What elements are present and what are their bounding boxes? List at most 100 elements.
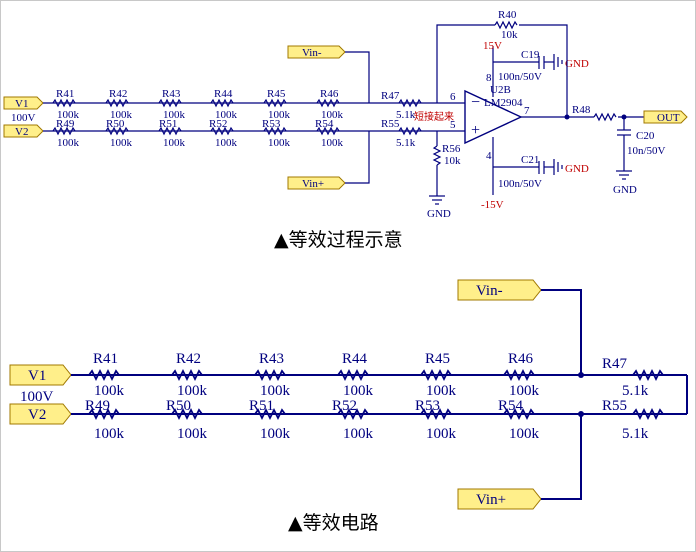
c21-value: 100n/50V [498, 178, 542, 190]
vin-minus-wire-bottom [541, 289, 582, 375]
resistor-ref: R42 [176, 351, 201, 367]
opamp-minus-sign: − [471, 94, 480, 111]
v1-label: V1 [15, 98, 28, 110]
resistor-ref: R41 [56, 88, 74, 100]
resistor-value: 100k [509, 383, 540, 399]
vin-plus-label-bottom: Vin+ [476, 492, 506, 508]
ground-icon [553, 159, 563, 175]
opamp-part: LM2904 [484, 97, 523, 109]
v1-port-bottom [9, 364, 72, 386]
neg-supply-label: -15V [481, 199, 504, 211]
resistor: R51 100k [249, 398, 291, 442]
resistor-value: 100k [260, 426, 291, 442]
resistor: R53 100k [262, 118, 291, 149]
r55-value: 5.1k [396, 137, 416, 149]
resistor-ref: R46 [320, 88, 339, 100]
resistor-value: 100k [343, 426, 374, 442]
feedback-wire-left [436, 24, 495, 103]
resistor-ref: R44 [214, 88, 233, 100]
r48-ref: R48 [572, 104, 591, 116]
pin4-label: 4 [486, 150, 492, 162]
resistor: R50 100k [105, 118, 133, 149]
resistor-value: 100k [268, 137, 291, 149]
pin7-label: 7 [524, 105, 530, 117]
resistor-ref: R43 [259, 351, 284, 367]
vin-minus-port-bottom [457, 279, 542, 301]
resistor: R52 100k [209, 118, 238, 149]
resistor-ref: R45 [267, 88, 286, 100]
r47-value-bottom: 5.1k [622, 383, 649, 399]
resistor-ref: R49 [56, 118, 75, 130]
resistor: R41 100k [52, 88, 80, 121]
c19-value: 100n/50V [498, 71, 542, 83]
vin-plus-label-top: Vin+ [302, 178, 324, 190]
v1-value: 100V [11, 112, 36, 124]
resistor: R54 100k [498, 398, 540, 442]
pos-supply-label: 15V [483, 40, 502, 52]
resistor-ref: R53 [415, 398, 440, 414]
resistor-value: 100k [163, 137, 186, 149]
resistor-ref: R46 [508, 351, 534, 367]
ground-icon [553, 54, 563, 70]
bottom-caption: ▲等效电路 [288, 512, 379, 534]
resistor-r55-bottom: R55 5.1k [602, 398, 664, 442]
out-port [643, 110, 688, 124]
c20-gnd-label: GND [613, 184, 637, 196]
resistor-value: 100k [321, 137, 344, 149]
junction-dot [578, 411, 584, 417]
resistor-value: 100k [163, 109, 186, 121]
resistor: R50 100k [166, 398, 208, 442]
v2-label: V2 [15, 126, 28, 138]
resistor: R42 100k [105, 88, 133, 121]
vin-minus-port-top [287, 45, 346, 59]
top-caption: ▲等效过程示意 [274, 229, 403, 251]
pin5-label: 5 [450, 119, 456, 131]
vin-minus-label-top: Vin- [302, 47, 322, 59]
vin-minus-wire-top [345, 51, 370, 103]
r40-value: 10k [501, 29, 518, 41]
resistor-r47-bottom: R47 5.1k [602, 356, 664, 399]
resistor-value: 100k [426, 383, 457, 399]
c21-ref: C21 [521, 154, 539, 166]
resistor-r47-top: R47 5.1k [381, 90, 422, 121]
vin-plus-port-bottom [457, 488, 542, 510]
resistor-value: 100k [110, 109, 133, 121]
opamp-triangle [464, 89, 523, 145]
r55-value-bottom: 5.1k [622, 426, 649, 442]
resistor-ref: R50 [106, 118, 125, 130]
resistor-ref: R52 [209, 118, 227, 130]
v2-port-bottom [9, 403, 72, 425]
resistor-value: 100k [177, 426, 208, 442]
r47-ref: R47 [381, 90, 400, 102]
resistor: R41 100k [88, 351, 125, 399]
resistor-ref: R50 [166, 398, 191, 414]
resistor: R42 100k [171, 351, 208, 399]
top-schematic: V1 100V V2 R41 100k R42 100k R43 100k R4… [3, 9, 688, 220]
resistor: R51 100k [158, 118, 186, 149]
r40-ref: R40 [498, 9, 517, 21]
v2-label-bottom: V2 [28, 407, 46, 423]
resistor-value: 100k [94, 426, 125, 442]
resistor-ref: R54 [498, 398, 524, 414]
ground-icon [429, 195, 445, 205]
resistor: R49 100k [52, 118, 80, 149]
r56-value: 10k [444, 155, 461, 167]
resistor: R49 100k [85, 398, 125, 442]
vin-plus-port-top [287, 176, 346, 190]
resistor-value: 100k [260, 383, 291, 399]
vin-plus-wire-top [345, 131, 370, 184]
v1-value-bottom: 100V [20, 389, 54, 405]
v1-label-bottom: V1 [28, 368, 46, 384]
resistor-r48 [593, 112, 617, 122]
resistor-value: 100k [57, 137, 80, 149]
feedback-wire-right [519, 24, 568, 117]
r47-value: 5.1k [396, 109, 416, 121]
resistor-ref: R44 [342, 351, 368, 367]
r47-ref-bottom: R47 [602, 356, 628, 372]
vin-plus-wire-bottom [541, 414, 582, 500]
r55-ref-bottom: R55 [602, 398, 627, 414]
bottom-schematic: V1 100V V2 R41 100k R42 100k R43 100k R4… [9, 279, 688, 510]
resistor-r56 [432, 145, 442, 166]
c19-gnd-label: GND [565, 58, 589, 70]
